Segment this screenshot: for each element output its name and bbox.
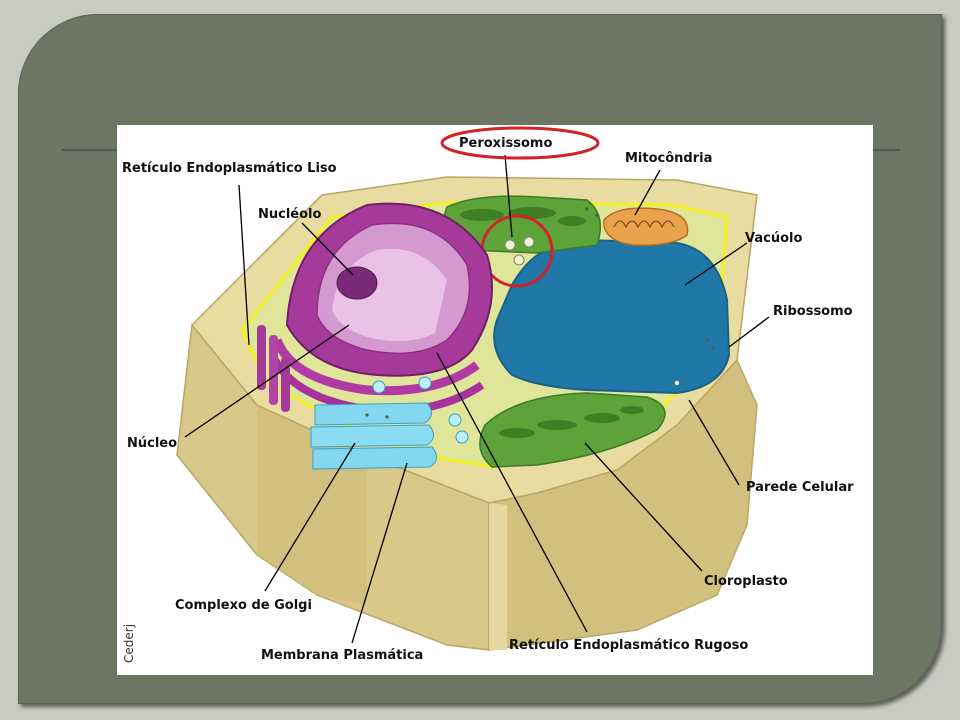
- label-parede-celular: Parede Celular: [746, 480, 854, 495]
- vacuole: [493, 238, 731, 395]
- ribosome-dots: [365, 207, 715, 419]
- label-complexo-golgi: Complexo de Golgi: [175, 598, 312, 613]
- label-reticulo-liso: Retículo Endoplasmático Liso: [122, 161, 337, 176]
- label-nucleo: Núcleo: [127, 436, 177, 451]
- leader-lines: [184, 154, 770, 644]
- chloroplast-bottom: [479, 392, 666, 468]
- label-ribossomo: Ribossomo: [773, 304, 853, 319]
- smooth-er: [257, 325, 290, 412]
- label-vacuolo: Vacúolo: [745, 231, 802, 246]
- label-cloroplasto: Cloroplasto: [704, 574, 788, 589]
- peroxisome-group: [504, 236, 535, 266]
- label-mitocondria: Mitocôndria: [625, 151, 712, 166]
- nucleolus: [336, 266, 378, 300]
- credit-cederj: Cederj: [122, 624, 136, 663]
- plant-cell-figure: Peroxissomo Mitocôndria Retículo Endopla…: [117, 125, 873, 675]
- label-membrana-plasmatica: Membrana Plasmática: [261, 648, 423, 663]
- label-peroxissomo: Peroxissomo: [459, 136, 552, 151]
- peroxissomo-highlight-ellipse: [440, 126, 600, 160]
- mitochondrion: [603, 207, 689, 247]
- label-reticulo-rugoso: Retículo Endoplasmático Rugoso: [509, 638, 748, 653]
- golgi-complex: [310, 376, 469, 470]
- label-nucleolo: Nucléolo: [258, 207, 322, 222]
